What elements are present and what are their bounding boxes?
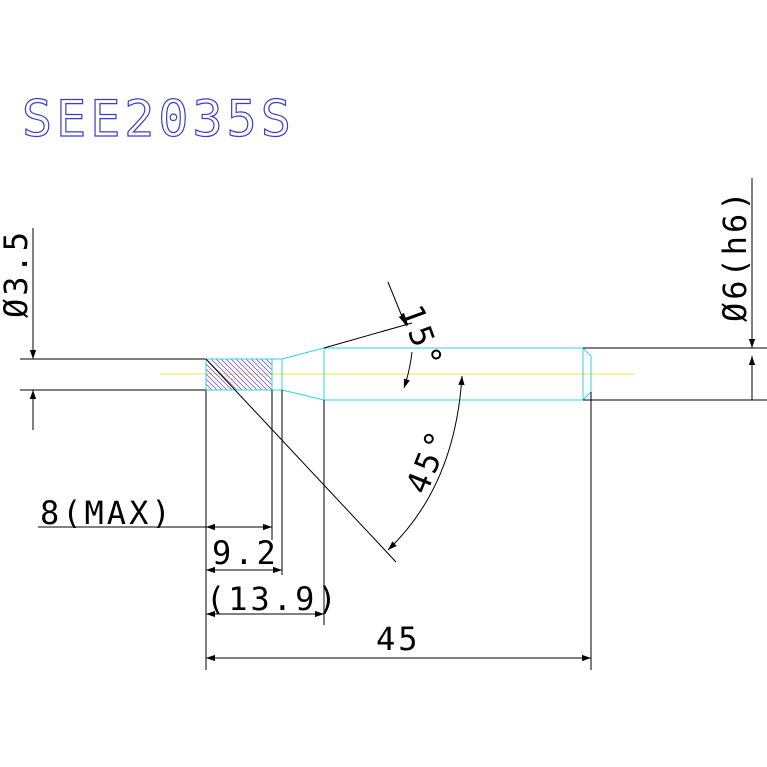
- hatch-line: [215, 359, 248, 390]
- hatched-section: [205, 358, 273, 391]
- hatch-line: [260, 359, 272, 371]
- dim-angle-tip-label: 15°: [392, 300, 451, 376]
- dim-len-139-label: (13.9): [206, 580, 340, 618]
- dim-len-92: 9.2: [206, 534, 282, 574]
- dim-len-max: 8(MAX): [38, 494, 272, 532]
- dim-d-small: Ø3.5: [0, 228, 37, 430]
- dim-d-shank-label: Ø6(h6): [716, 188, 754, 322]
- dim-angle-chamfer-label: 45°: [398, 423, 458, 499]
- hatch-line: [240, 359, 272, 390]
- dim-d-small-label: Ø3.5: [0, 229, 35, 318]
- shank-outline: [583, 347, 767, 670]
- hatch-line: [235, 359, 268, 390]
- dim-len-92-label: 9.2: [212, 534, 279, 572]
- hatch-line: [206, 378, 218, 390]
- hatch-line: [250, 359, 272, 381]
- hatch-line: [210, 359, 243, 390]
- dim-len-total: 45: [206, 620, 591, 662]
- dim-d-shank: Ø6(h6): [716, 178, 756, 400]
- hatch-line: [230, 359, 263, 390]
- hatch-line: [206, 383, 213, 390]
- hatch-line: [206, 368, 228, 390]
- drawing-title: SEE2035S: [22, 90, 295, 148]
- hatch-line: [220, 359, 253, 390]
- dim-angle-chamfer: 45°: [205, 358, 465, 563]
- dim-len-total-label: 45: [376, 620, 421, 658]
- small-diameter-shaft: [20, 358, 207, 670]
- hatch-line: [225, 359, 258, 390]
- dim-len-max-label: 8(MAX): [40, 494, 174, 532]
- dim-len-139: (13.9): [206, 580, 340, 618]
- hatch-line: [265, 359, 272, 366]
- extension-lines: [271, 390, 325, 625]
- dim-angle-tip: 15°: [323, 281, 451, 389]
